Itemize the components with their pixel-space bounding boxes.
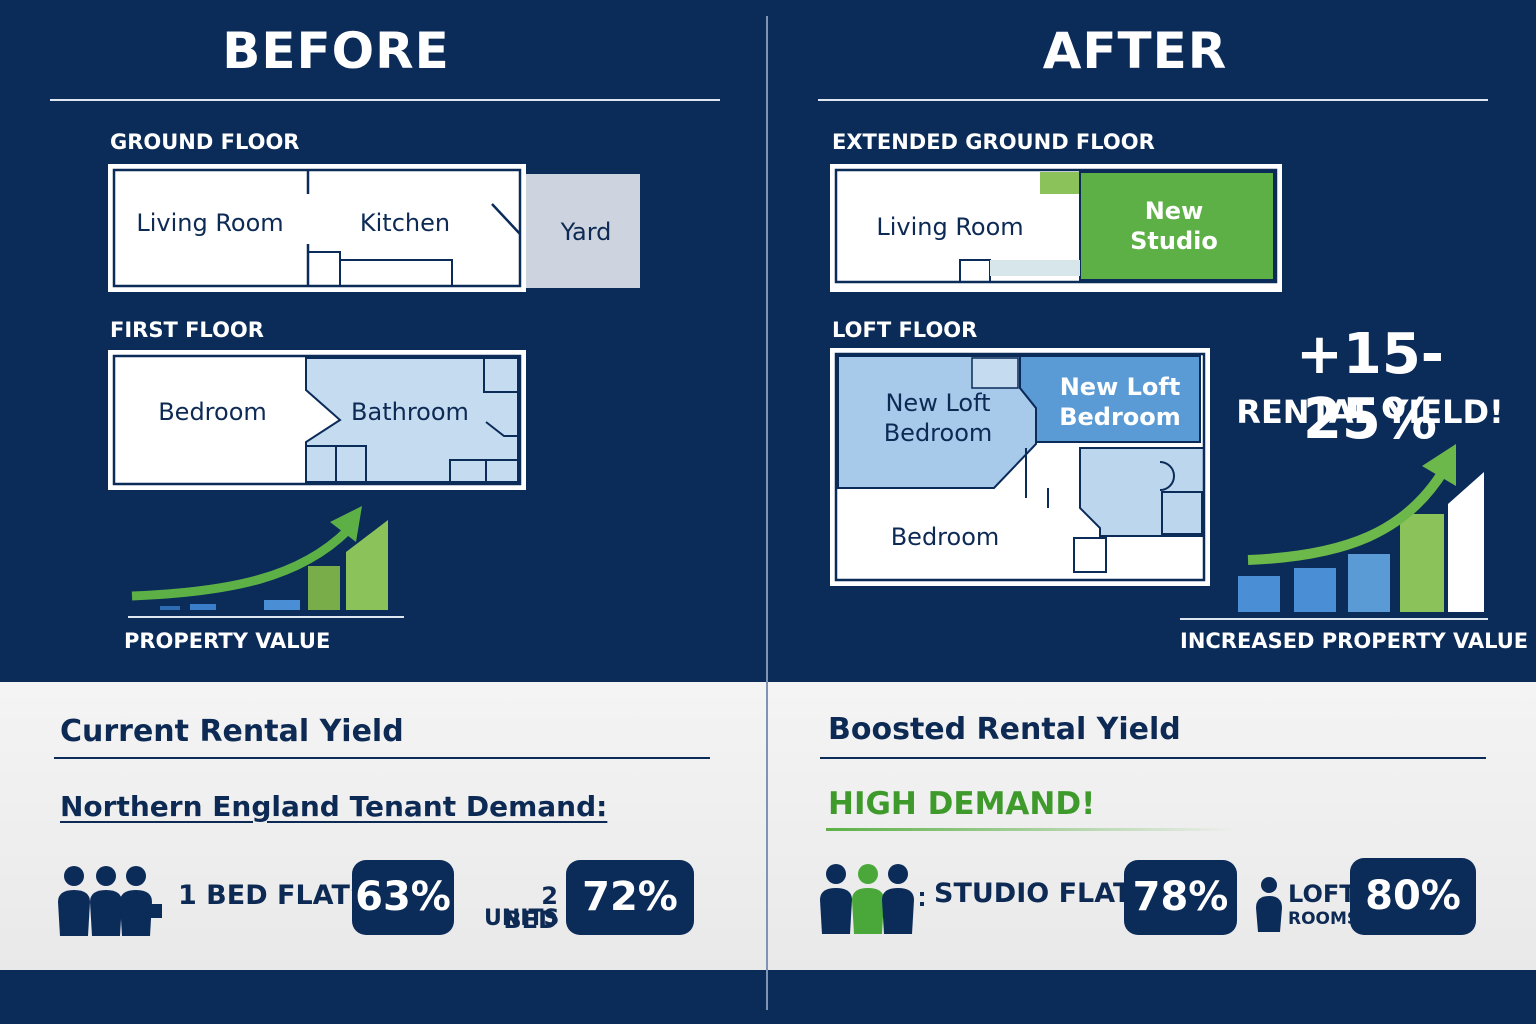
- demand-heading: Northern England Tenant Demand:: [60, 790, 608, 823]
- room-bedroom-after: Bedroom: [890, 523, 1000, 551]
- current-yield-heading: Current Rental Yield: [60, 714, 404, 749]
- before-chart-label: PROPERTY VALUE: [124, 629, 331, 653]
- after-loft-plan-lines: [834, 352, 1206, 582]
- after-ground-floor-label: EXTENDED GROUND FLOOR: [832, 130, 1155, 154]
- after-bar-4: [1400, 514, 1444, 612]
- room-new-loft-bedroom-2: New Loft Bedroom: [1059, 373, 1181, 431]
- room-yard: Yard: [560, 218, 612, 246]
- stat-2-bed-label-line1: 2 BED: [503, 882, 558, 934]
- before-bar-1: [160, 606, 180, 610]
- before-first-floor-label: FIRST FLOOR: [110, 318, 264, 342]
- high-demand-heading: HIGH DEMAND!: [828, 786, 1096, 822]
- after-loft-plan: [830, 348, 1210, 586]
- before-ground-plan-lines: [112, 168, 522, 288]
- after-loft-floor-label: LOFT FLOOR: [832, 318, 978, 342]
- after-bar-5: [1448, 472, 1484, 612]
- growth-arrow-icon: [1247, 467, 1449, 565]
- yield-caption: RENTAL YIELD!: [1236, 393, 1504, 431]
- after-title-rule: [818, 99, 1488, 101]
- room-new-studio: New Studio: [1130, 197, 1218, 255]
- high-demand-rule: [826, 828, 1236, 831]
- stat-studio-badge: 78%: [1124, 860, 1237, 935]
- before-value-chart: [128, 506, 404, 618]
- before-bar-4: [308, 566, 340, 610]
- top-panel: [0, 0, 1536, 682]
- room-bedroom: Bedroom: [158, 398, 267, 426]
- before-title: BEFORE: [222, 22, 450, 80]
- before-title-rule: [50, 99, 720, 101]
- stat-2-bed-badge: 72%: [566, 860, 694, 935]
- room-kitchen: Kitchen: [359, 209, 451, 237]
- stat-studio-label: STUDIO FLATS: [934, 878, 1151, 909]
- stat-2-bed-label-line2: UNITS: [484, 906, 560, 931]
- people-group-icon: [820, 864, 924, 934]
- stat-loft-label-line1: LOFT: [1288, 880, 1356, 908]
- after-ground-plan-lines: [834, 168, 1278, 284]
- before-bar-3: [264, 600, 300, 610]
- after-value-chart: [1180, 444, 1488, 620]
- stat-1-bed-label: 1 BED FLATS: [178, 880, 370, 911]
- room-living-room: Living Room: [136, 209, 284, 237]
- after-bar-3: [1348, 554, 1390, 612]
- room-new-loft-bedroom-1: New Loft Bedroom: [883, 389, 993, 447]
- after-title: AFTER: [1042, 22, 1228, 80]
- before-bar-5: [346, 520, 388, 610]
- room-living-room-after: Living Room: [876, 213, 1024, 241]
- panel-divider: [766, 16, 768, 1010]
- after-growth-arrow-head: [1422, 444, 1456, 486]
- current-yield-rule: [54, 757, 710, 759]
- before-ground-floor-label: GROUND FLOOR: [110, 130, 300, 154]
- after-chart-label: INCREASED PROPERTY VALUE: [1180, 629, 1529, 653]
- after-bar-2: [1294, 568, 1336, 612]
- boosted-yield-heading: Boosted Rental Yield: [828, 712, 1181, 747]
- footer-band: [0, 970, 1536, 1024]
- people-group-icon: [58, 866, 162, 936]
- before-first-plan-lines: [112, 354, 522, 486]
- after-ground-plan: [830, 164, 1282, 292]
- yard-area: [526, 174, 640, 288]
- before-bar-2: [190, 604, 216, 610]
- stat-1-bed-badge: 63%: [352, 860, 454, 935]
- boosted-yield-rule: [820, 757, 1486, 759]
- before-first-plan: [108, 350, 526, 490]
- before-ground-plan: [108, 164, 526, 292]
- person-icon: [1256, 877, 1282, 932]
- yield-increase: +15-25%: [1295, 322, 1445, 452]
- room-bathroom: Bathroom: [351, 398, 469, 426]
- after-bar-1: [1238, 576, 1280, 612]
- stat-loft-badge: 80%: [1350, 858, 1476, 935]
- growth-arrow-icon: [131, 526, 352, 601]
- stat-loft-label-line2: ROOMS: [1288, 909, 1360, 929]
- growth-arrow-head: [330, 506, 362, 542]
